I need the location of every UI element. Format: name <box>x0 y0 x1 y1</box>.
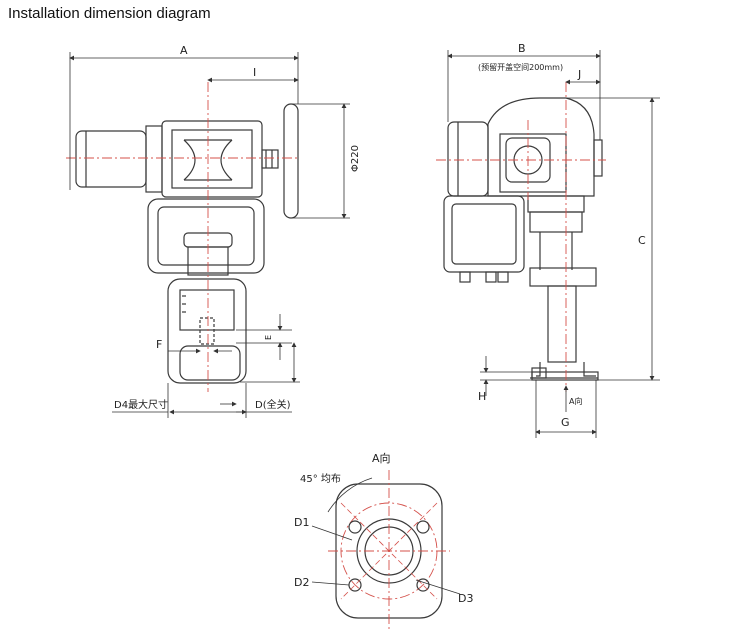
dim-label-G: G <box>561 416 570 429</box>
flange-view-title: A向 <box>372 451 391 465</box>
side-view <box>443 97 603 381</box>
page-title: Installation dimension diagram <box>8 5 211 22</box>
bolt-hole-1 <box>348 520 362 534</box>
dim-label-A: A <box>180 44 188 57</box>
front-view <box>75 103 299 384</box>
dim-label-A-direction: A向 <box>569 396 582 406</box>
dim-label-E: E <box>264 335 273 340</box>
front-dimensions <box>69 52 350 418</box>
side-control-box <box>443 195 525 273</box>
dim-label-B-note: (预留开盖空间200mm) <box>478 62 563 72</box>
handwheel <box>283 103 299 219</box>
dim-label-D1: D1 <box>294 516 309 529</box>
dim-label-D3: D3 <box>458 592 473 605</box>
side-dimensions <box>447 50 660 438</box>
dim-label-J: J <box>577 68 581 81</box>
side-gearbox <box>487 97 595 197</box>
dim-label-phi220: Φ220 <box>350 145 361 172</box>
dim-label-I: I <box>253 66 256 79</box>
dim-label-D4: D4最大尺寸 <box>114 398 168 411</box>
dim-label-D: D(全关) <box>255 398 291 411</box>
control-box <box>147 198 265 274</box>
flange-view <box>311 470 461 630</box>
dim-label-F: F <box>156 338 162 351</box>
dim-label-H: H <box>478 390 486 403</box>
side-motor <box>447 121 489 197</box>
side-centerlines <box>436 82 606 392</box>
gear-housing <box>161 120 263 198</box>
bolt-hole-4 <box>416 578 430 592</box>
dim-label-D2: D2 <box>294 576 309 589</box>
front-centerlines <box>66 82 300 392</box>
bolt-hole-2 <box>416 520 430 534</box>
dim-label-C: C <box>638 234 646 247</box>
dim-label-B: B <box>518 42 526 55</box>
valve-body <box>167 278 247 384</box>
dim-label-45: 45° 均布 <box>300 473 341 485</box>
